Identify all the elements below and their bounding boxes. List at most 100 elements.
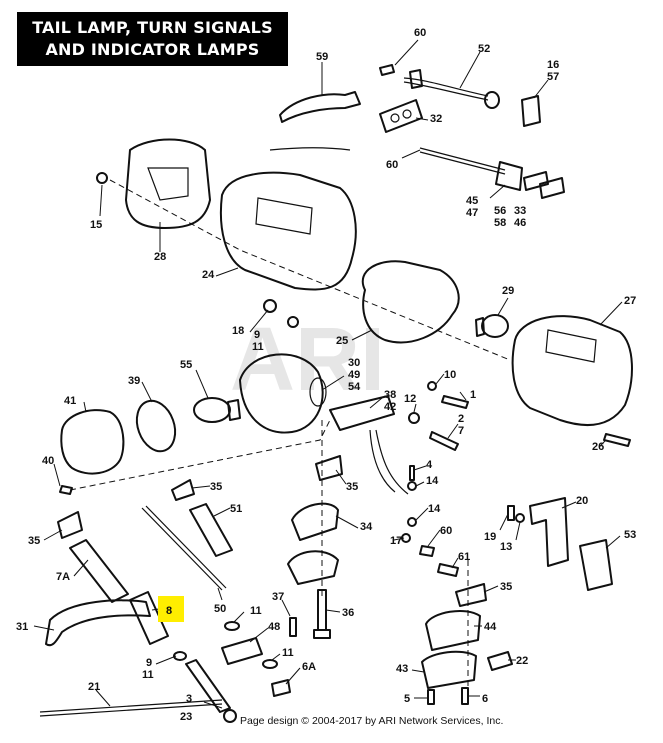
part-44-clamp	[425, 609, 481, 651]
callout-28: 28	[154, 251, 166, 263]
callout-13: 13	[500, 541, 512, 553]
part-50-stud	[141, 505, 227, 591]
part-31-strap	[45, 599, 151, 647]
part-37-screw	[289, 617, 297, 637]
part-34-clamp	[287, 502, 339, 585]
part-6A-bolt	[271, 679, 291, 697]
callout-40: 40	[42, 455, 54, 467]
callout-56: 56	[494, 205, 506, 217]
callout-37: 37	[272, 591, 284, 603]
part-28-plate	[125, 138, 211, 229]
callout-6: 6	[482, 693, 488, 705]
part-41-lens	[60, 409, 125, 475]
callout-4: 4	[426, 459, 433, 471]
diagram-title-box: TAIL LAMP, TURN SIGNALS AND INDICATOR LA…	[17, 12, 288, 66]
callout-19: 19	[484, 531, 496, 543]
callout-58: 58	[494, 217, 506, 229]
callout-57: 57	[547, 71, 559, 83]
part-55-bulb	[193, 397, 241, 423]
part-20-bracket	[529, 497, 569, 567]
callout-59: 59	[316, 51, 328, 63]
callout-60: 60	[440, 525, 452, 537]
part-22-clip	[487, 651, 513, 671]
part-7A-tube	[69, 539, 129, 603]
callout-labels: 60 52 59 16 57 32 60 15 28 45 47 56 58 3…	[16, 27, 636, 723]
part-8-tube	[129, 591, 169, 645]
part-29-bulb	[475, 314, 509, 338]
callout-54: 54	[348, 381, 361, 393]
diagram-title-line-1: TAIL LAMP, TURN SIGNALS	[32, 18, 273, 37]
callout-14: 14	[426, 475, 439, 487]
callout-42: 42	[384, 401, 396, 413]
callout-61: 61	[458, 551, 470, 563]
watermark: ARI	[230, 310, 385, 410]
callout-25: 25	[336, 335, 348, 347]
callout-29: 29	[502, 285, 514, 297]
part-14-nut	[401, 517, 417, 543]
callout-38: 38	[384, 389, 396, 401]
callout-2: 2	[458, 413, 464, 425]
callout-36: 36	[342, 607, 354, 619]
callout-21: 21	[88, 681, 100, 693]
part-60-bulb	[419, 545, 459, 577]
callout-11: 11	[252, 341, 264, 353]
callout-41: 41	[64, 395, 76, 407]
callout-32: 32	[430, 113, 442, 125]
part-38-bracket	[329, 395, 409, 495]
part-53-clip	[579, 539, 613, 591]
callout-11: 11	[250, 605, 262, 617]
callout-44: 44	[484, 621, 497, 633]
callout-34: 34	[360, 521, 373, 533]
callout-60: 60	[386, 159, 398, 171]
part-35-clamp-c	[57, 511, 83, 539]
callout-23: 23	[180, 711, 192, 723]
part-16-plate	[521, 95, 541, 127]
callout-20: 20	[576, 495, 588, 507]
callout-55: 55	[180, 359, 192, 371]
callout-9: 9	[146, 657, 152, 669]
callout-35: 35	[210, 481, 222, 493]
callout-11: 11	[282, 647, 294, 659]
callout-27: 27	[624, 295, 636, 307]
part-59-bracket	[279, 91, 361, 123]
callout-12: 12	[404, 393, 416, 405]
part-24-housing	[219, 147, 357, 291]
callout-48: 48	[268, 621, 280, 633]
callout-35: 35	[346, 481, 358, 493]
callout-46: 46	[514, 217, 526, 229]
part-35-clamp-b	[315, 455, 343, 481]
part-10-nut	[427, 381, 469, 409]
copyright-footer: Page design © 2004-2017 by ARI Network S…	[240, 715, 504, 727]
callout-22: 22	[516, 655, 528, 667]
part-12-washer	[408, 412, 459, 451]
callout-9: 9	[254, 329, 260, 341]
assembly-line-b	[69, 419, 331, 491]
callout-26: 26	[592, 441, 604, 453]
part-39-ring	[135, 399, 177, 453]
part-43-clamp	[421, 650, 477, 689]
part-52-harness	[403, 69, 500, 109]
callout-33: 33	[514, 205, 526, 217]
part-19-screw	[507, 505, 525, 523]
callout-16: 16	[547, 59, 559, 71]
leader-lines	[33, 39, 623, 709]
part-15-nut	[96, 172, 108, 184]
callout-5: 5	[404, 693, 410, 705]
callout-24: 24	[202, 269, 215, 281]
part-3-bolt	[185, 659, 237, 723]
callout-30: 30	[348, 357, 360, 369]
callout-1: 1	[470, 389, 476, 401]
part-32-gasket	[379, 99, 423, 133]
part-51-spacer	[189, 503, 233, 557]
callout-18: 18	[232, 325, 244, 337]
callout-50: 50	[214, 603, 226, 615]
part-36-bolt	[313, 589, 331, 639]
callout-39: 39	[128, 375, 140, 387]
part-40-screw	[59, 485, 73, 495]
part-11-washer	[173, 621, 278, 669]
part-21-rod	[39, 699, 223, 717]
callout-14: 14	[428, 503, 441, 515]
callout-49: 49	[348, 369, 360, 381]
callout-6A: 6A	[302, 661, 316, 673]
